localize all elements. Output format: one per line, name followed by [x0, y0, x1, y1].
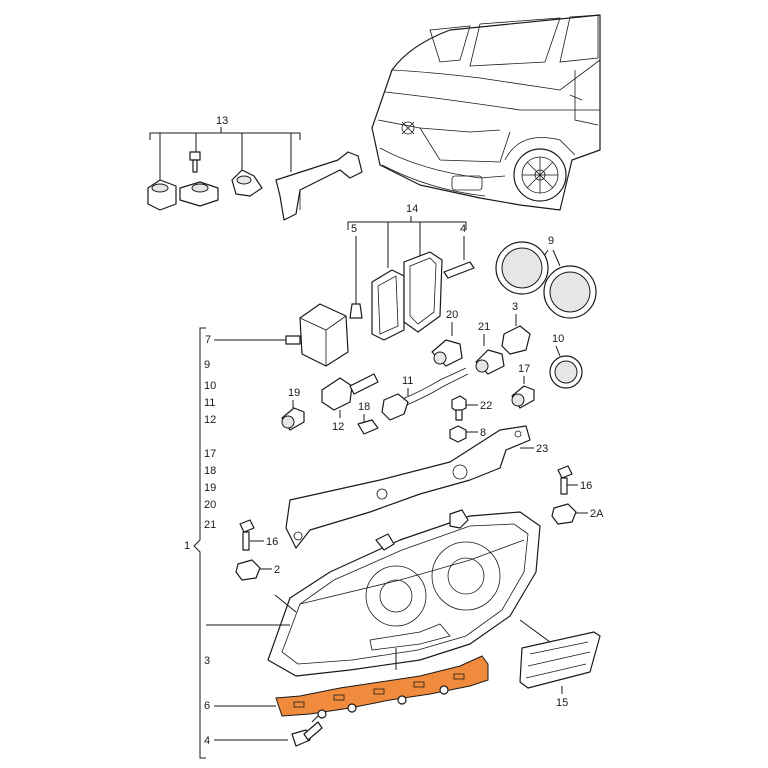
callout-8: 8 [449, 425, 486, 443]
callout-11: 11 [381, 367, 469, 421]
svg-text:21: 21 [478, 321, 490, 333]
svg-text:8: 8 [480, 427, 486, 439]
svg-text:2A: 2A [590, 508, 604, 520]
callout-4-top: 4 [443, 223, 475, 279]
svg-text:19: 19 [288, 387, 300, 399]
svg-text:23: 23 [536, 443, 548, 455]
callout-1: 1 [184, 540, 190, 552]
callout-16-left: 16 [239, 519, 278, 551]
callout-4-bottom: 4 [204, 715, 323, 747]
callout-10: 10 [549, 333, 583, 389]
svg-text:17: 17 [204, 448, 216, 460]
callout-22: 22 [451, 395, 492, 421]
svg-text:9: 9 [548, 235, 554, 247]
callout-19: 19 [281, 387, 305, 431]
svg-text:10: 10 [204, 380, 216, 392]
svg-text:4: 4 [460, 223, 466, 235]
svg-text:19: 19 [204, 482, 216, 494]
gasket-and-ballast [371, 251, 443, 341]
svg-text:17: 17 [518, 363, 530, 375]
callout-23: 23 [285, 425, 548, 549]
svg-text:22: 22 [480, 400, 492, 412]
svg-text:2: 2 [274, 564, 280, 576]
callout-17: 17 [511, 363, 535, 409]
callout-5: 5 [349, 223, 363, 319]
callout-group-13: 13 [149, 115, 301, 180]
height-sensor-parts [147, 151, 363, 221]
strip-fasteners [317, 685, 449, 719]
callout-15: 15 [519, 619, 601, 709]
callout-7: 7 [205, 303, 349, 367]
svg-text:12: 12 [332, 421, 344, 433]
svg-text:21: 21 [204, 519, 216, 531]
svg-text:15: 15 [556, 697, 568, 709]
callout-13: 13 [216, 115, 228, 127]
callout-9: 9 [495, 235, 597, 319]
callout-21: 21 [475, 321, 505, 375]
svg-text:7: 7 [205, 334, 211, 346]
svg-text:12: 12 [204, 414, 216, 426]
callout-3-left: 3 [204, 594, 297, 667]
svg-text:10: 10 [552, 333, 564, 345]
svg-text:16: 16 [580, 480, 592, 492]
callout-18: 18 [357, 401, 379, 435]
svg-text:18: 18 [358, 401, 370, 413]
callout-16-right: 16 [557, 465, 592, 495]
callout-group-14: 14 [347, 203, 467, 268]
headlamp-housing [267, 509, 541, 677]
svg-text:5: 5 [351, 223, 357, 235]
svg-text:20: 20 [204, 499, 216, 511]
svg-text:4: 4 [204, 735, 210, 747]
svg-text:20: 20 [446, 309, 458, 321]
vehicle-illustration [371, 14, 601, 211]
callout-bracket-1: 1 9 10 11 12 17 18 19 20 21 [184, 327, 216, 759]
callout-2A: 2A [551, 503, 604, 525]
callout-2: 2 [235, 559, 280, 581]
svg-text:6: 6 [204, 700, 210, 712]
callout-6: 6 [204, 648, 489, 717]
svg-text:3: 3 [204, 655, 210, 667]
callout-20: 20 [431, 309, 463, 367]
svg-text:9: 9 [204, 359, 210, 371]
svg-text:16: 16 [266, 536, 278, 548]
callout-12: 12 [321, 373, 379, 433]
svg-text:3: 3 [512, 301, 518, 313]
callout-3-top: 3 [501, 301, 531, 355]
svg-text:11: 11 [204, 397, 215, 409]
svg-text:18: 18 [204, 465, 216, 477]
svg-text:11: 11 [402, 375, 413, 387]
callout-14: 14 [406, 203, 418, 215]
highlighted-trim-strip [275, 655, 489, 717]
